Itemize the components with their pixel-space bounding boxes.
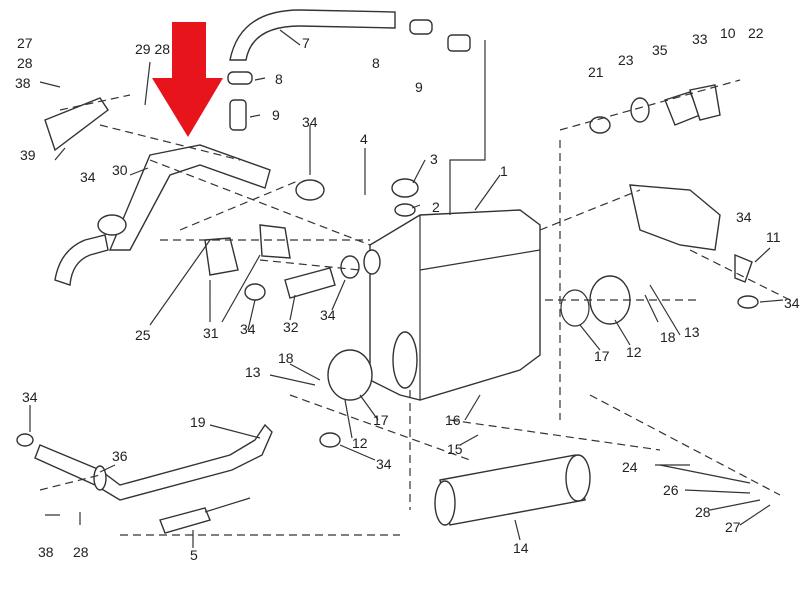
lower-pipe-part	[34, 423, 273, 501]
part-label: 27	[17, 35, 33, 51]
hose-clamp-part	[409, 19, 433, 35]
part-label: 35	[652, 42, 668, 58]
part-label: 34	[736, 209, 752, 225]
part-label: 34	[784, 295, 800, 311]
part-label: 18	[278, 350, 294, 366]
part-label: 21	[588, 64, 604, 80]
part-label: 30	[112, 162, 128, 178]
part-label: 17	[594, 348, 610, 364]
part-label: 28	[73, 544, 89, 560]
part-label: 34	[22, 389, 38, 405]
part-label: 24	[622, 459, 638, 475]
part-label: 9	[272, 107, 280, 123]
nipple-part	[447, 34, 471, 52]
clamp-part	[16, 433, 34, 447]
short-hose-part	[284, 267, 336, 299]
part-label: 38	[15, 75, 31, 91]
part-label: 8	[372, 55, 380, 71]
part-label: 16	[445, 412, 461, 428]
part-label: 1	[500, 163, 508, 179]
part-label: 18	[660, 329, 676, 345]
part-label: 28	[695, 504, 711, 520]
part-label: 23	[618, 52, 634, 68]
spacer-part	[159, 507, 211, 534]
part-label: 25	[135, 327, 151, 343]
clamp-part	[295, 179, 325, 201]
part-label: 7	[302, 35, 310, 51]
part-label: 34	[320, 307, 336, 323]
part-label: 13	[684, 324, 700, 340]
clamp-part	[319, 432, 341, 448]
part-label: 4	[360, 131, 368, 147]
thermostat-housing-part	[629, 184, 721, 251]
part-label: 5	[190, 547, 198, 563]
red-arrow-indicator	[152, 22, 223, 137]
part-label: 14	[513, 540, 529, 556]
part-label: 29 28	[135, 41, 171, 57]
clamp-part	[340, 255, 360, 279]
engine-block-part	[363, 40, 541, 401]
pipe-part	[108, 144, 271, 251]
filter-part	[434, 454, 591, 526]
hose-clamp-part	[227, 71, 253, 85]
part-label: 26	[663, 482, 679, 498]
part-label: 31	[203, 325, 219, 341]
part-label: 10	[720, 25, 736, 41]
part-label: 15	[447, 441, 463, 457]
part-label: 17	[373, 412, 389, 428]
part-label: 13	[245, 364, 261, 380]
gasket-part	[204, 237, 239, 276]
part-label: 33	[692, 31, 708, 47]
lower-hose-part	[54, 234, 109, 286]
upper-hose-part	[229, 9, 396, 61]
part-label: 27	[725, 519, 741, 535]
part-label: 19	[190, 414, 206, 430]
part-label: 28	[17, 55, 33, 71]
part-label: 34	[80, 169, 96, 185]
part-label: 12	[352, 435, 368, 451]
part-label: 32	[283, 319, 299, 335]
seal-part	[394, 203, 416, 217]
clamp-part	[244, 283, 266, 301]
part-label: 11	[766, 229, 781, 245]
pump-cover-part	[327, 349, 373, 401]
bracket-part	[44, 97, 109, 152]
part-label: 34	[302, 114, 318, 130]
part-label: 12	[626, 344, 642, 360]
nipple-part	[229, 99, 247, 131]
part-label: 38	[38, 544, 54, 560]
part-label: 36	[112, 448, 128, 464]
part-label: 22	[748, 25, 764, 41]
part-label: 34	[376, 456, 392, 472]
part-label: 2	[432, 199, 440, 215]
part-label: 34	[240, 321, 256, 337]
clamp-part	[97, 214, 127, 236]
o-ring-part	[560, 289, 590, 327]
part-label: 9	[415, 79, 423, 95]
gasket-part	[259, 224, 291, 259]
filler-cap-part	[391, 178, 419, 198]
part-label: 39	[20, 147, 36, 163]
part-label: 8	[275, 71, 283, 87]
part-label: 3	[430, 151, 438, 167]
